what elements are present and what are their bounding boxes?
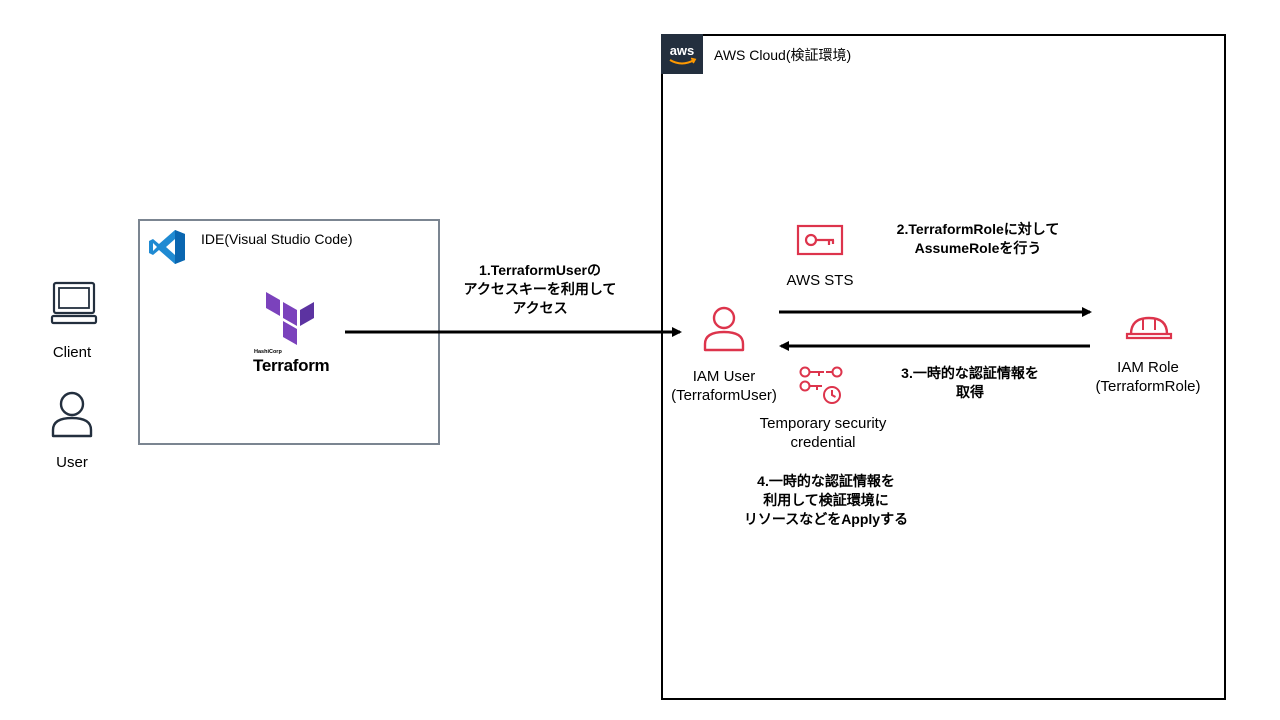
step1-line3: アクセス	[512, 300, 568, 316]
iam-role-helmet-icon	[1125, 316, 1173, 340]
sts-label: AWS STS	[786, 272, 854, 289]
terraform-logo-icon	[266, 292, 314, 345]
terraform-wordmark: Terraform	[253, 356, 330, 375]
iam-user-label-line1: IAM User	[692, 368, 756, 385]
iam-role-label-line1: IAM Role	[1117, 359, 1179, 376]
iam-user-icon	[703, 306, 745, 352]
step2-line1: 2.TerraformRoleに対して	[896, 221, 1060, 237]
iam-user-label-line2: (TerraformUser)	[671, 387, 777, 404]
terraform-vendor: HashiCorp	[254, 349, 282, 355]
step4-line2: 利用して検証環境に	[763, 492, 889, 508]
sts-key-icon	[796, 224, 844, 256]
temporary-credential-label-line1: Temporary security	[759, 415, 887, 432]
step4-line3: リソースなどをApplyする	[743, 511, 909, 527]
aws-cloud-group	[661, 34, 1226, 700]
temporary-credential-icon	[799, 366, 843, 404]
vscode-icon	[149, 230, 185, 264]
user-icon	[51, 391, 93, 438]
ide-title: IDE(Visual Studio Code)	[201, 231, 353, 247]
temporary-credential-label-line2: credential	[790, 434, 856, 451]
step3-line1: 3.一時的な認証情報を	[901, 365, 1039, 381]
aws-logo-icon: aws	[661, 34, 703, 74]
iam-role-label-line2: (TerraformRole)	[1095, 378, 1201, 395]
step2-line2: AssumeRoleを行う	[914, 240, 1042, 256]
client-label: Client	[52, 344, 92, 361]
step3-line2: 取得	[956, 384, 984, 400]
step1-line2: アクセスキーを利用して	[463, 281, 617, 297]
aws-cloud-title: AWS Cloud(検証環境)	[714, 47, 852, 63]
aws-logo-text: aws	[670, 43, 695, 58]
client-icon	[50, 281, 98, 325]
step1-line1: 1.TerraformUserの	[479, 262, 601, 278]
user-label: User	[56, 454, 88, 471]
step4-line1: 4.一時的な認証情報を	[757, 473, 895, 489]
